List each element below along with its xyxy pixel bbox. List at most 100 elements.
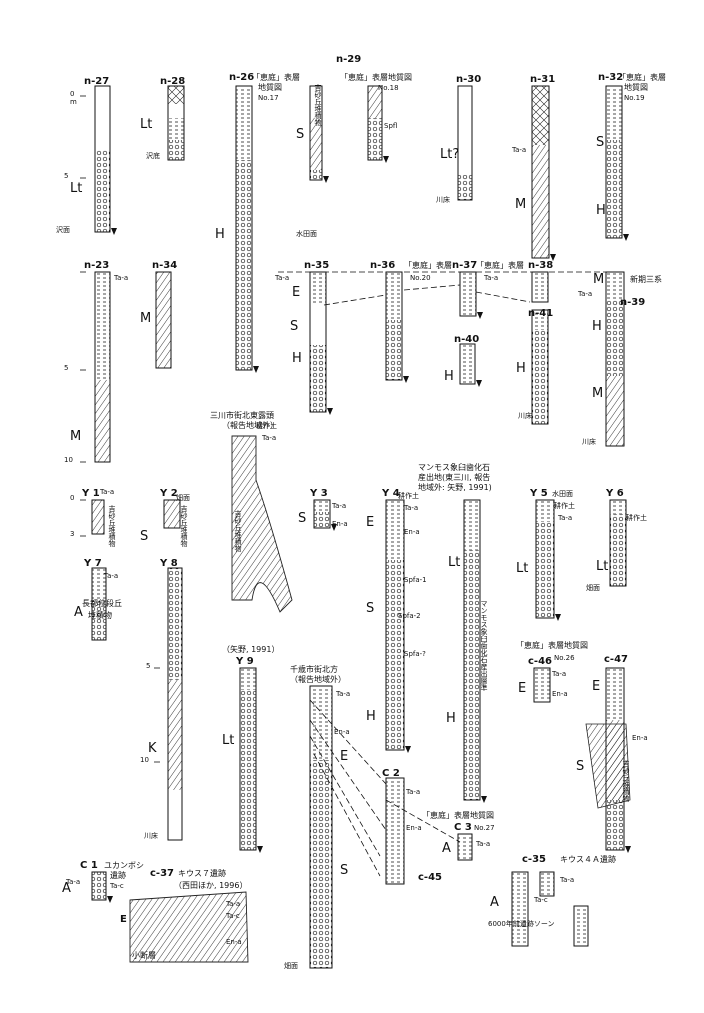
- unit-label: M: [515, 197, 526, 212]
- annotation-text: Spfa-2: [398, 612, 421, 620]
- lith-dash: [606, 668, 624, 720]
- tephra-tie-line: [309, 719, 387, 831]
- lith-dot: [610, 514, 626, 586]
- lith-hatch: [95, 380, 110, 462]
- annotation-text: マンモス象臼歯化石: [418, 462, 490, 472]
- unit-label: Lt: [70, 181, 82, 196]
- lith-dash: [610, 500, 626, 514]
- annotation-text: Ta-a: [113, 274, 128, 282]
- column-outline: [457, 85, 473, 201]
- lith-dash: [464, 500, 480, 550]
- tephra-tie-line: [309, 699, 387, 785]
- annotation-text: Ta-a: [405, 788, 420, 796]
- column-n-28: [167, 85, 185, 161]
- column-id-label: c-47: [604, 654, 628, 665]
- column-n-23: [94, 271, 111, 463]
- annotation-text: 川床: [518, 411, 532, 420]
- lith-dot: [386, 560, 404, 750]
- unit-label: S: [140, 529, 148, 544]
- lith-dot: [464, 550, 480, 800]
- lith-dot: [314, 512, 330, 528]
- base-arrow-icon: [625, 846, 631, 853]
- unit-label: E: [592, 679, 600, 694]
- unit-label: 5: [64, 364, 68, 372]
- column-id-label: n-27: [84, 76, 109, 87]
- column-id-label: c-45: [418, 872, 442, 883]
- annotation-text: No.18: [378, 84, 399, 92]
- vertical-annotation: 吉砂丘堆積物: [180, 505, 188, 548]
- annotation-text: Spfa-?: [404, 650, 426, 658]
- annotation-text: Ta-a: [261, 434, 276, 442]
- vertical-annotation: マンモス象臼歯化石産出層準: [480, 600, 488, 692]
- annotation-text: Ta-c: [225, 912, 240, 920]
- column-layer: [91, 85, 631, 969]
- column-id-label: n-28: [160, 76, 185, 87]
- annotation-text: Ta-a: [551, 670, 566, 678]
- unit-label: S: [340, 863, 348, 878]
- unit-label: S: [596, 135, 604, 150]
- unit-label: A: [74, 605, 83, 620]
- column-outline: [163, 499, 181, 529]
- column-outline: [385, 499, 405, 751]
- annotation-text: Ta-a: [557, 514, 572, 522]
- lith-blank: [168, 790, 182, 840]
- annotation-text: 遺跡: [110, 870, 126, 880]
- unit-label: A: [442, 841, 451, 856]
- annotation-text: 水田面: [552, 489, 573, 498]
- outcrop-sketches: [129, 435, 631, 963]
- column-C-1: [91, 871, 113, 903]
- unit-label: 0: [70, 494, 74, 502]
- annotation-text: 地質図: [624, 82, 648, 92]
- lith-dot: [168, 568, 182, 680]
- column-Y-7: [91, 567, 107, 641]
- column-outline: [533, 667, 551, 703]
- unit-label: S: [296, 127, 304, 142]
- column-Y-8: [167, 567, 183, 841]
- base-arrow-icon: [383, 156, 389, 163]
- annotation-text: Ta-a: [99, 488, 114, 496]
- column-Y-2: [163, 499, 181, 529]
- column-id-label: c-46: [528, 656, 552, 667]
- column-id-label: Y 7: [83, 558, 102, 569]
- column-n-27: [94, 85, 117, 235]
- column-id-label: Y 6: [605, 488, 624, 499]
- lith-blank: [310, 86, 322, 118]
- annotation-text: 耕作土: [626, 513, 647, 522]
- column-outline: [235, 85, 253, 371]
- column-n-39: [605, 271, 625, 447]
- column-Y-6: [609, 499, 627, 587]
- lith-dash: [606, 272, 624, 300]
- column-id-label: Y 2: [159, 488, 178, 499]
- lith-cross: [168, 86, 184, 104]
- annotation-text: 「恵庭」表層: [252, 72, 300, 82]
- annotation-text: 沢面: [56, 225, 70, 234]
- lith-dash: [536, 500, 554, 522]
- column-outline: [511, 871, 529, 947]
- column-id-label: Y 1: [81, 488, 100, 499]
- annotation-text: Ta-a: [335, 690, 350, 698]
- unit-label: 3: [70, 530, 74, 538]
- lith-dash: [386, 778, 404, 884]
- column-outline: [531, 309, 549, 425]
- lith-hatch: [164, 500, 180, 528]
- unit-label: H: [516, 361, 526, 376]
- column-outline: [609, 499, 627, 587]
- lith-hatch: [532, 145, 549, 258]
- column-n-29b: [367, 85, 389, 163]
- base-arrow-icon: [481, 796, 487, 803]
- annotation-text: En-a: [226, 938, 242, 946]
- unit-label: E: [518, 681, 526, 696]
- annotation-text: 「恵庭」表層地質図: [422, 810, 494, 820]
- column-outline: [535, 499, 555, 619]
- base-arrow-icon: [331, 524, 337, 531]
- lith-blank: [95, 86, 110, 150]
- base-arrow-icon: [405, 746, 411, 753]
- column-id-label: n-31: [530, 74, 555, 85]
- column-id-label: n-29: [336, 54, 361, 65]
- lith-dot: [368, 118, 382, 160]
- annotation-text: Ta-c: [109, 882, 124, 890]
- unit-label: Lt?: [440, 147, 459, 162]
- column-id-label: C 2: [382, 768, 400, 779]
- lith-hatch: [168, 680, 182, 790]
- annotation-text: No.17: [258, 94, 279, 102]
